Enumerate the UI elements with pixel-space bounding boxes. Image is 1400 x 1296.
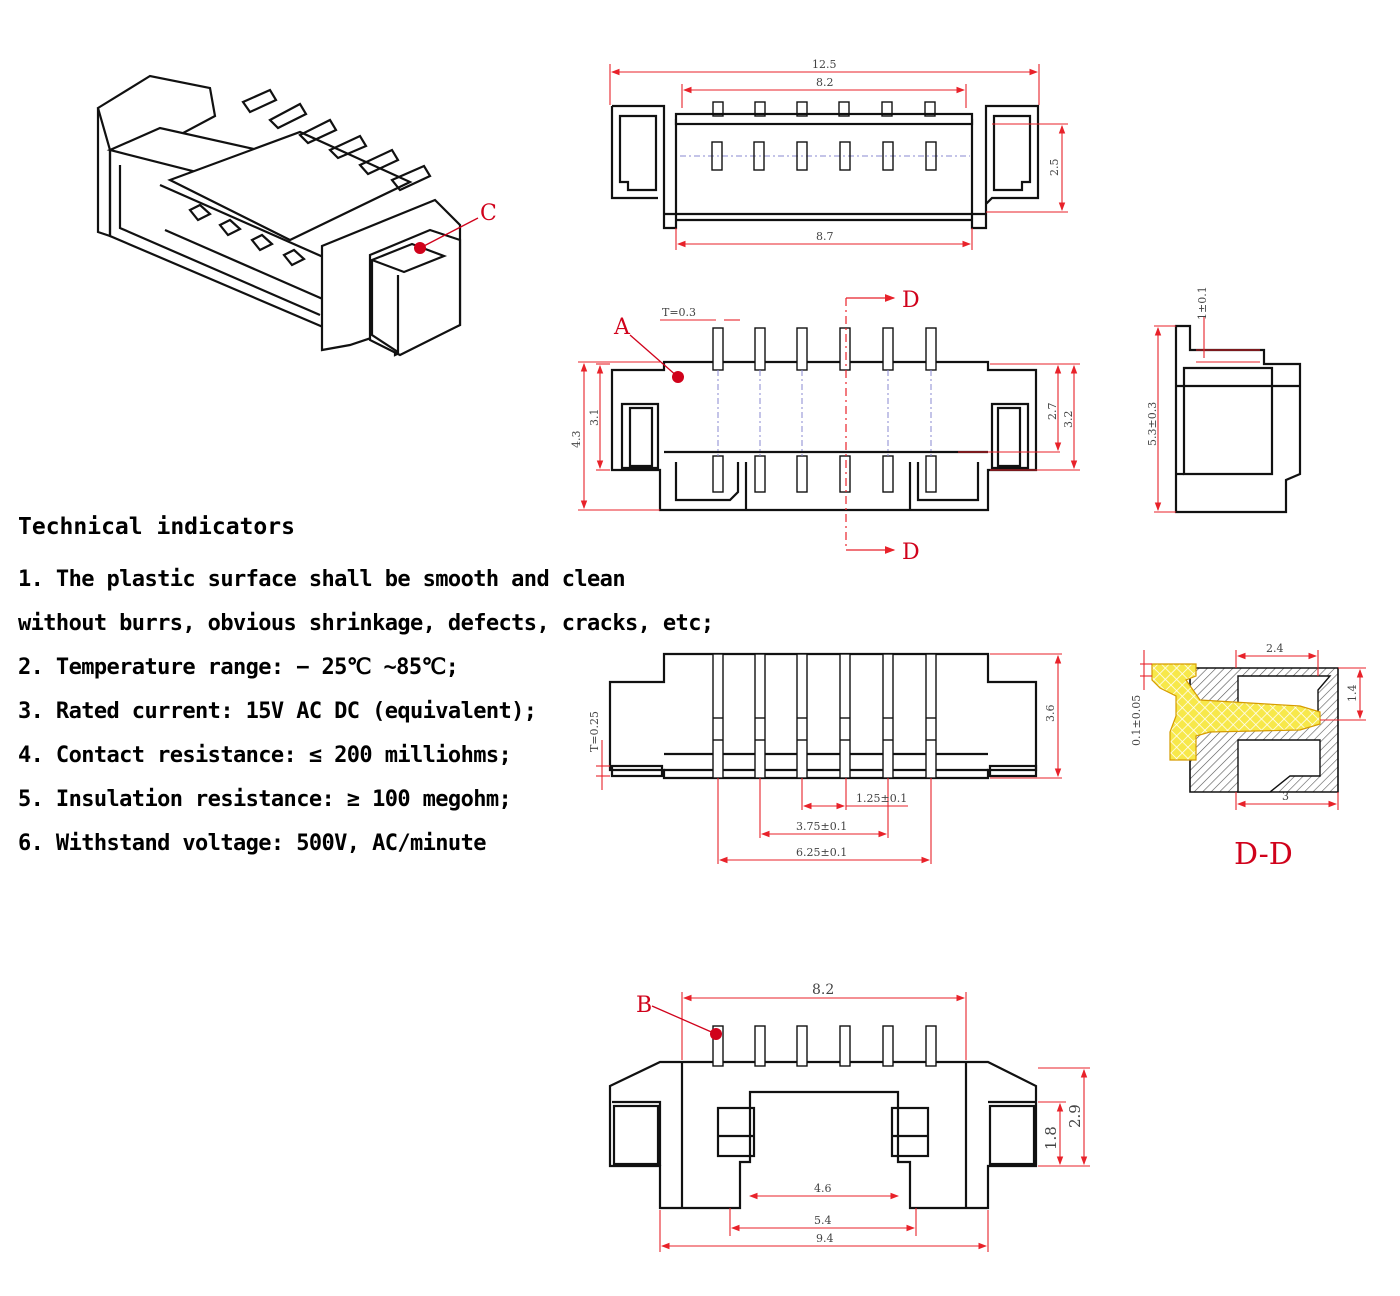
dim-section-width-top: 2.4 bbox=[1266, 642, 1284, 655]
section-arrow-top: D bbox=[902, 288, 920, 313]
iso-pins bbox=[188, 88, 432, 267]
dim-bottom-pin-span: 8.2 bbox=[812, 982, 834, 998]
indicator-line: 2. Temperature range: − 25℃ ~85℃; bbox=[18, 655, 459, 680]
bottom-pins bbox=[712, 1025, 937, 1067]
dim-front-overall-height: 4.3 bbox=[570, 431, 583, 449]
section-arrow-bottom: D bbox=[902, 540, 920, 565]
indicator-line: 4. Contact resistance: ≤ 200 milliohms; bbox=[18, 743, 512, 768]
dim-section-thickness: 0.1±0.05 bbox=[1130, 695, 1143, 746]
dim-front-left-height: 3.1 bbox=[588, 409, 601, 427]
dim-top-pin-span: 8.2 bbox=[816, 76, 834, 89]
front-view: T=0.3 D D A bbox=[570, 288, 1080, 565]
callout-c-label: C bbox=[480, 201, 497, 226]
dim-top-overall-width: 12.5 bbox=[812, 58, 837, 71]
pin-view: T=0.25 3.6 1.25±0.1 3.75±0.1 6.25±0.1 bbox=[588, 652, 1062, 864]
callout-b-label: B bbox=[636, 993, 652, 1018]
top-view: 12.5 8.2 2.5 8.7 bbox=[609, 58, 1068, 250]
side-view: 1±0.1 5.3±0.3 bbox=[1146, 286, 1302, 514]
pin-view-pins bbox=[712, 653, 937, 779]
dim-pin-thickness: T=0.25 bbox=[588, 711, 601, 752]
dim-bottom-slot-inner: 4.6 bbox=[814, 1182, 832, 1195]
dim-section-width-bottom: 3 bbox=[1282, 790, 1289, 803]
bottom-view: 8.2 B 1.8 2.9 4.6 5.4 bbox=[608, 982, 1090, 1252]
dim-front-terminal-thickness: T=0.3 bbox=[662, 306, 696, 319]
indicator-line: 6. Withstand voltage: 500V, AC/minute bbox=[18, 831, 486, 856]
indicator-line: 5. Insulation resistance: ≥ 100 megohm; bbox=[18, 787, 512, 812]
dim-bottom-overall: 9.4 bbox=[816, 1232, 834, 1245]
dim-front-right-outer: 3.2 bbox=[1062, 411, 1075, 429]
technical-indicators: Technical indicators 1. The plastic surf… bbox=[18, 514, 738, 866]
dim-pin-span-3: 3.75±0.1 bbox=[796, 820, 847, 833]
technical-heading: Technical indicators bbox=[18, 514, 295, 540]
dim-top-housing-width: 8.7 bbox=[816, 230, 834, 243]
top-pins bbox=[711, 101, 937, 171]
indicator-line: without burrs, obvious shrinkage, defect… bbox=[18, 611, 714, 636]
front-pins bbox=[712, 327, 937, 493]
dim-bottom-height-inner: 1.8 bbox=[1042, 1126, 1060, 1150]
isometric-view: C bbox=[96, 74, 497, 357]
dim-pin-height: 3.6 bbox=[1044, 705, 1057, 723]
section-title: D-D bbox=[1234, 837, 1293, 872]
dim-section-height-right: 1.4 bbox=[1346, 685, 1359, 703]
dim-pin-span-5: 6.25±0.1 bbox=[796, 846, 847, 859]
dim-front-right-inner: 2.7 bbox=[1046, 403, 1059, 421]
section-view: 2.4 1.4 0.1±0.05 3 D-D bbox=[1130, 642, 1366, 872]
indicator-line: 1. The plastic surface shall be smooth a… bbox=[18, 567, 626, 592]
dim-bottom-slot-outer: 5.4 bbox=[814, 1214, 832, 1227]
dim-top-height: 2.5 bbox=[1048, 159, 1061, 177]
callout-a-label: A bbox=[613, 315, 631, 340]
dim-bottom-height-outer: 2.9 bbox=[1066, 1104, 1084, 1128]
indicator-line: 3. Rated current: 15V AC DC (equivalent)… bbox=[18, 699, 537, 724]
dim-side-top-offset: 1±0.1 bbox=[1196, 286, 1209, 320]
dim-pin-pitch: 1.25±0.1 bbox=[856, 792, 907, 805]
dim-side-height: 5.3±0.3 bbox=[1146, 402, 1159, 446]
